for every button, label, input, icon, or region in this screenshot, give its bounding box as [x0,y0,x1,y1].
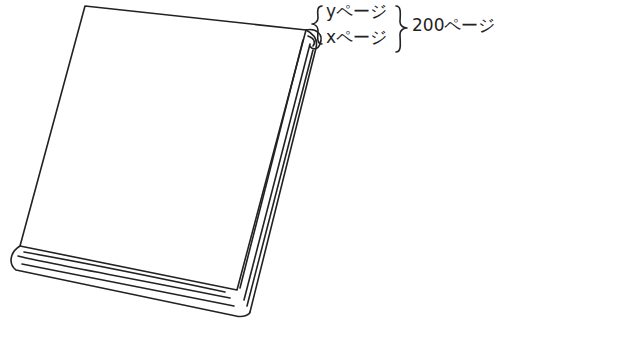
page-line [22,264,234,306]
curled-page [306,30,321,49]
page-line [18,256,230,298]
page-line [244,44,310,300]
page-line [247,50,313,306]
page-count-label: yページ [326,2,387,21]
page-count-label: xページ [326,28,387,47]
page-bottom [11,246,250,317]
curled-page [308,36,314,46]
book-cover [20,6,306,290]
total-pages-label: 200ページ [412,16,495,35]
page-line [240,40,303,288]
brace [312,6,322,44]
page-line [24,252,225,292]
brace [396,6,407,52]
